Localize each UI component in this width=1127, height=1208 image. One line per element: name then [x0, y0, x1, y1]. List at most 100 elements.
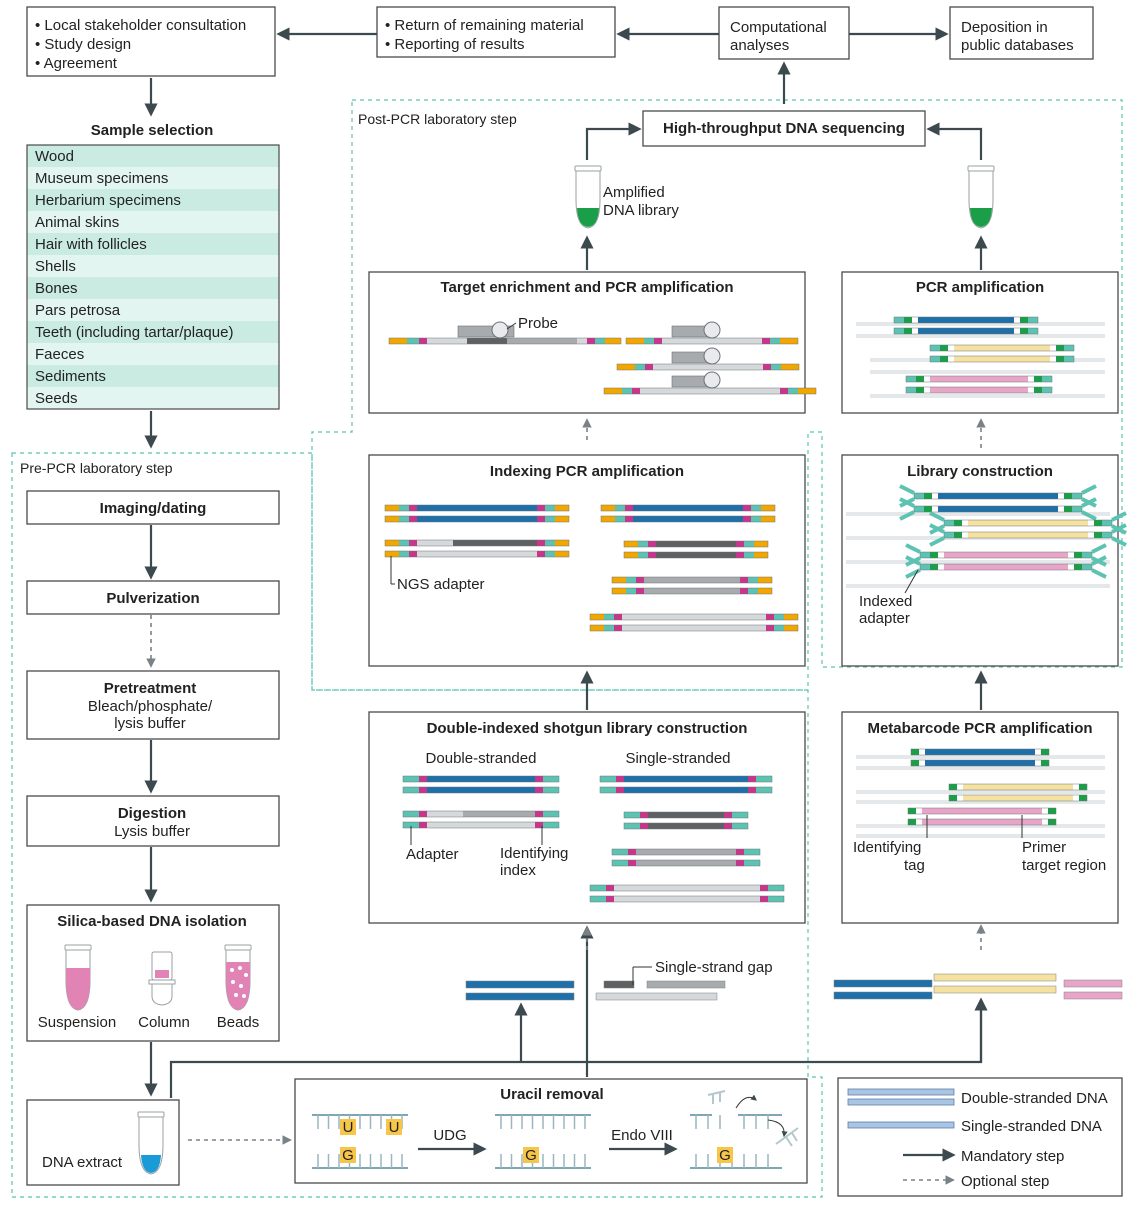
dna-strand: [384, 539, 570, 547]
strand-outline: [623, 811, 749, 819]
strand-segment: [768, 885, 784, 891]
strand-outline: [384, 550, 570, 558]
strand-segment: [798, 388, 816, 394]
strand-segment: [744, 860, 760, 866]
dna-strand: [907, 818, 1057, 826]
strand-segment: [644, 588, 740, 594]
base-letter: G: [342, 1147, 354, 1164]
dna-strand: [603, 387, 817, 395]
strand-segment: [543, 811, 559, 817]
strand-segment: [916, 387, 924, 393]
metabarcode-box: [841, 711, 1119, 924]
strand-segment: [740, 577, 748, 583]
identifying-tag-line-2: tag: [904, 857, 925, 874]
dna-strand: [402, 821, 560, 829]
strand-segment: [625, 505, 633, 511]
strand-outline: [611, 576, 773, 584]
dna-strand: [929, 344, 1075, 352]
strand-segment: [916, 376, 924, 382]
strand-segment: [409, 551, 417, 557]
strand-segment: [1028, 376, 1034, 382]
indexed-adapter-line-1: Indexed: [859, 593, 912, 610]
strand-segment: [754, 541, 768, 547]
strand-segment: [922, 808, 1042, 814]
strand-outline: [611, 859, 761, 867]
dna-strand: [589, 884, 785, 892]
dna-strand: [919, 563, 1093, 571]
strand-segment: [427, 822, 535, 828]
indexing-box: [368, 454, 806, 667]
strand-segment: [908, 819, 916, 825]
strand-outline: [402, 786, 560, 794]
strand-segment: [732, 823, 748, 829]
strand-outline: [616, 363, 800, 371]
strand-segment: [740, 588, 748, 594]
strand-segment: [614, 885, 760, 891]
ss-fragment: [595, 992, 718, 1001]
strand-segment: [1020, 317, 1028, 323]
strand-segment: [577, 338, 587, 344]
strand-segment: [938, 552, 944, 558]
strand-segment: [615, 516, 625, 522]
sample-row-bg: [27, 233, 279, 255]
strand-segment: [624, 787, 748, 793]
strand-segment: [399, 516, 409, 522]
strand-segment: [938, 506, 1058, 512]
strand-segment: [1079, 795, 1087, 801]
meta-fragment: [833, 991, 933, 1000]
indexed-adapter-line-2: adapter: [859, 610, 910, 627]
strand-segment: [605, 338, 621, 344]
base-letter: G: [719, 1147, 731, 1164]
strand-segment: [1094, 532, 1102, 538]
strand-segment: [954, 520, 962, 526]
strand-segment: [919, 760, 925, 766]
strand-segment: [1042, 376, 1052, 382]
strand-segment: [906, 376, 916, 382]
strand-segment: [761, 516, 775, 522]
strand-segment: [963, 795, 1073, 801]
strand-segment: [606, 885, 614, 891]
strand-segment: [1058, 493, 1064, 499]
strand-segment: [636, 588, 644, 594]
dna-strand: [402, 775, 560, 783]
sample-list-item: Shells: [27, 255, 279, 277]
strand-segment: [656, 541, 736, 547]
identifying-index-line-2: index: [500, 862, 536, 879]
background-strand: [856, 790, 1105, 794]
strand-segment: [724, 823, 732, 829]
pretreatment-title: Pretreatment: [104, 680, 197, 697]
ds-fragment: [465, 980, 575, 989]
strand-segment: [944, 532, 954, 538]
strand-outline: [402, 821, 560, 829]
strand-segment: [912, 328, 918, 334]
strand-outline: [919, 563, 1093, 571]
strand-segment: [920, 552, 930, 558]
strand-segment: [399, 551, 409, 557]
strand-segment: [1082, 552, 1092, 558]
sample-list-item: Teeth (including tartar/plaque): [27, 321, 279, 343]
pre-pcr-region: [11, 452, 823, 1198]
strand-segment: [1068, 564, 1074, 570]
imaging-label: Imaging/dating: [100, 500, 207, 517]
background-strand: [870, 370, 1105, 374]
strand-segment: [622, 625, 766, 631]
strand-segment: [640, 388, 780, 394]
strand-segment: [916, 808, 922, 814]
dna-strand: [943, 531, 1113, 539]
strand-segment: [600, 776, 616, 782]
strand-segment: [938, 493, 1058, 499]
strand-segment: [963, 784, 1073, 790]
strand-segment: [1028, 328, 1038, 334]
strand-segment: [653, 364, 763, 370]
strand-segment: [595, 338, 605, 344]
probe-leader: [506, 322, 517, 330]
strand-segment: [604, 388, 622, 394]
return-box: [376, 6, 616, 58]
background-strand: [856, 334, 1105, 338]
dna-strand: [384, 504, 570, 512]
strand-segment: [962, 520, 968, 526]
strand-segment: [1073, 784, 1079, 790]
sample-list-item: Bones: [27, 277, 279, 299]
strand-segment: [774, 625, 784, 631]
